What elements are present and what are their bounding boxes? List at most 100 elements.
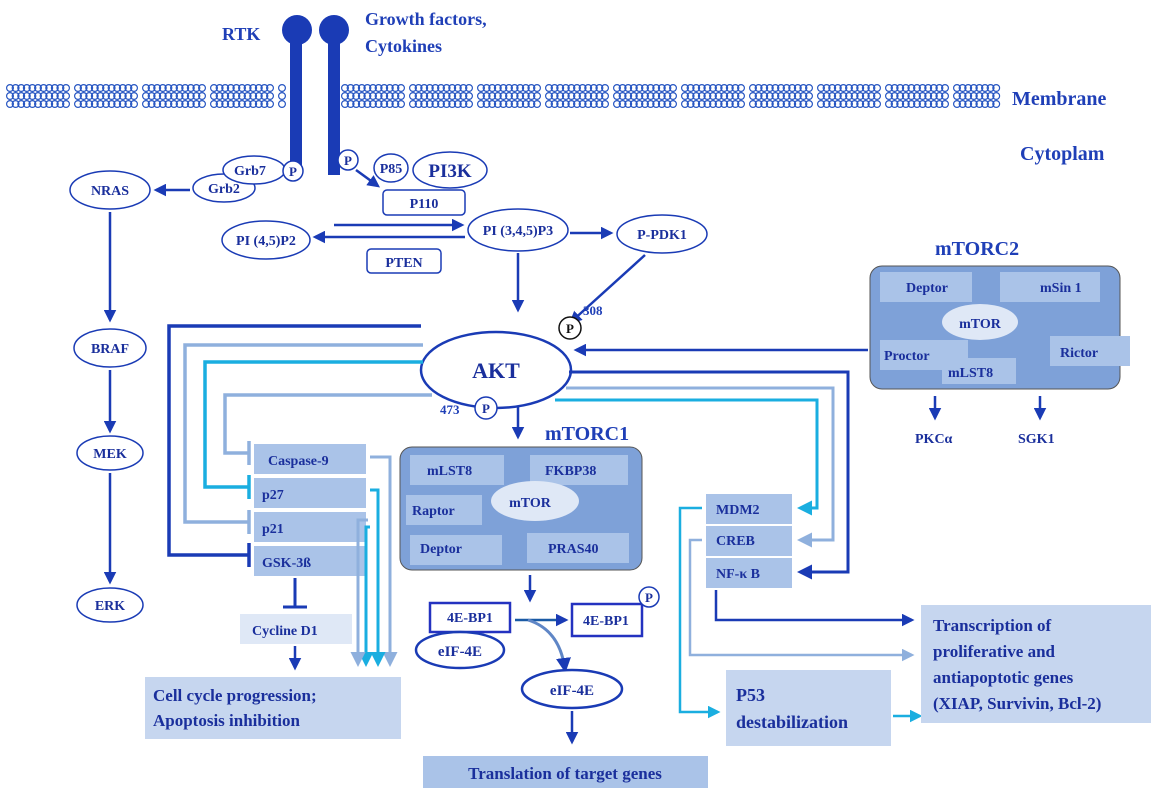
arrow-akt-to-nfkb xyxy=(569,370,850,580)
arrow-pdk1-to-akt xyxy=(569,254,646,324)
inhibit-akt-p21 xyxy=(183,343,423,524)
akt-site-473: 473 xyxy=(440,402,460,417)
creb-box xyxy=(706,526,792,556)
gsk3b-box xyxy=(254,546,366,576)
mtorc1-pras40: PRAS40 xyxy=(548,542,599,557)
akt-site-308: 308 xyxy=(583,303,603,318)
svg-text:4E-BP1: 4E-BP1 xyxy=(583,614,629,629)
flow-p27-to-outcome xyxy=(370,488,386,667)
p21-box xyxy=(254,512,366,542)
svg-text:Grb7: Grb7 xyxy=(234,164,266,179)
svg-text:ERK: ERK xyxy=(95,599,125,614)
arrow-akt-to-mdm2 xyxy=(555,398,819,516)
cycline-d1-box xyxy=(240,614,352,644)
svg-text:Grb2: Grb2 xyxy=(208,182,240,197)
mtorc1-deptor: Deptor xyxy=(420,542,462,557)
caspase9-label: Caspase-9 xyxy=(268,454,329,469)
cell-membrane xyxy=(5,83,1001,108)
inhibit-akt-p27 xyxy=(203,360,423,489)
cell-cycle-outcome-line2: Apoptosis inhibition xyxy=(153,711,300,730)
akt-node: AKT xyxy=(419,330,573,410)
caspase9-box xyxy=(254,444,366,474)
pi345p3-node: PI (3,4,5)P3 xyxy=(467,208,569,252)
svg-text:eIF-4E: eIF-4E xyxy=(550,683,594,699)
svg-text:PI (4,5)P2: PI (4,5)P2 xyxy=(236,234,296,249)
pi3k-node: PI3K xyxy=(412,151,488,189)
p21-label: p21 xyxy=(262,522,284,537)
p85-node: P85 xyxy=(373,153,409,183)
flow-p21-to-outcome xyxy=(358,525,374,667)
svg-text:AKT: AKT xyxy=(472,358,520,383)
mtorc1-raptor: Raptor xyxy=(412,504,455,519)
pkca-label: PKCα xyxy=(915,432,953,447)
eif4e-free-node: eIF-4E xyxy=(520,668,624,710)
arrow-mdm2-to-p53 xyxy=(678,506,721,719)
flow-caspase9-to-outcome xyxy=(370,455,398,667)
mtorc2-proctor: Proctor xyxy=(884,349,930,364)
mtorc2-mtor: mTOR xyxy=(959,317,1002,332)
svg-text:PTEN: PTEN xyxy=(385,256,422,271)
ppdk1-node: P-PDK1 xyxy=(616,214,708,254)
mtorc2-msin1: mSin 1 xyxy=(1040,281,1082,296)
cell-cycle-outcome-box xyxy=(145,677,401,739)
translation-outcome-box xyxy=(423,756,708,788)
cycline-d1-label: Cycline D1 xyxy=(252,624,318,639)
svg-text:PI3K: PI3K xyxy=(428,161,472,182)
rtk-receptor xyxy=(282,15,349,175)
arrow-akt-to-creb xyxy=(566,386,835,548)
mtorc1-complex xyxy=(399,446,643,571)
mtorc2-rictor: Rictor xyxy=(1060,346,1098,361)
inhibit-akt-caspase9 xyxy=(223,393,432,455)
svg-text:P85: P85 xyxy=(380,162,403,177)
mtorc2-title: mTORC2 xyxy=(935,238,1019,260)
p53-outcome-line1: P53 xyxy=(736,685,765,705)
svg-text:P110: P110 xyxy=(410,197,439,212)
arrow-eif4e-release xyxy=(527,618,571,673)
svg-text:MEK: MEK xyxy=(93,447,127,462)
svg-text:P: P xyxy=(289,164,297,179)
inhibit-akt-gsk3b xyxy=(167,324,421,557)
transcription-outcome-line2: proliferative and xyxy=(933,642,1056,661)
mek-node: MEK xyxy=(76,435,144,471)
mtorc1-mtor: mTOR xyxy=(509,496,552,511)
svg-text:BRAF: BRAF xyxy=(91,342,129,357)
transcription-outcome-line4: (XIAP, Survivin, Bcl-2) xyxy=(933,694,1101,713)
grb7-node: Grb7 xyxy=(222,155,286,185)
nfkb-label: NF-κ B xyxy=(716,567,760,582)
cytoplasm-label: Cytoplam xyxy=(1020,143,1105,165)
p53-outcome-box xyxy=(726,670,891,746)
mtorc1-fkbp38: FKBP38 xyxy=(545,464,596,479)
braf-node: BRAF xyxy=(73,328,147,368)
svg-text:P: P xyxy=(344,153,352,168)
transcription-outcome-box xyxy=(921,605,1151,723)
nfkb-box xyxy=(706,558,792,588)
flow-p21b-to-outcome xyxy=(350,518,368,667)
svg-text:eIF-4E: eIF-4E xyxy=(438,644,482,660)
transcription-outcome-line3: antiapoptotic genes xyxy=(933,668,1074,687)
phospho-grb7: P xyxy=(282,160,304,182)
svg-text:P-PDK1: P-PDK1 xyxy=(637,228,687,243)
rtk-label: RTK xyxy=(222,24,260,44)
ligand-label-line2: Cytokines xyxy=(365,36,442,56)
mtorc1-mlst8: mLST8 xyxy=(427,464,472,479)
phospho-receptor: P xyxy=(337,149,359,171)
ligand-label-line1: Growth factors, xyxy=(365,9,487,29)
erk-node: ERK xyxy=(76,587,144,623)
akt-phospho-308 xyxy=(558,316,582,340)
akt-phospho-473 xyxy=(474,396,498,420)
4ebp1-phospho-symbol xyxy=(638,586,660,608)
p110-node: P110 xyxy=(382,189,466,216)
mdm2-box xyxy=(706,494,792,524)
svg-text:NRAS: NRAS xyxy=(91,184,129,199)
p27-label: p27 xyxy=(262,488,284,503)
4ebp1-bound-node: 4E-BP1 xyxy=(428,601,512,634)
svg-text:4E-BP1: 4E-BP1 xyxy=(447,611,493,626)
mtorc1-title: mTORC1 xyxy=(545,423,629,445)
4ebp1-phospho-node: 4E-BP1 xyxy=(570,602,644,638)
4ebp1-phospho-label: P xyxy=(645,590,653,605)
p53-outcome-line2: destabilization xyxy=(736,712,848,732)
pten-node: PTEN xyxy=(366,248,442,274)
p27-box xyxy=(254,478,366,508)
akt-phospho-473-symbol: P xyxy=(482,401,490,416)
